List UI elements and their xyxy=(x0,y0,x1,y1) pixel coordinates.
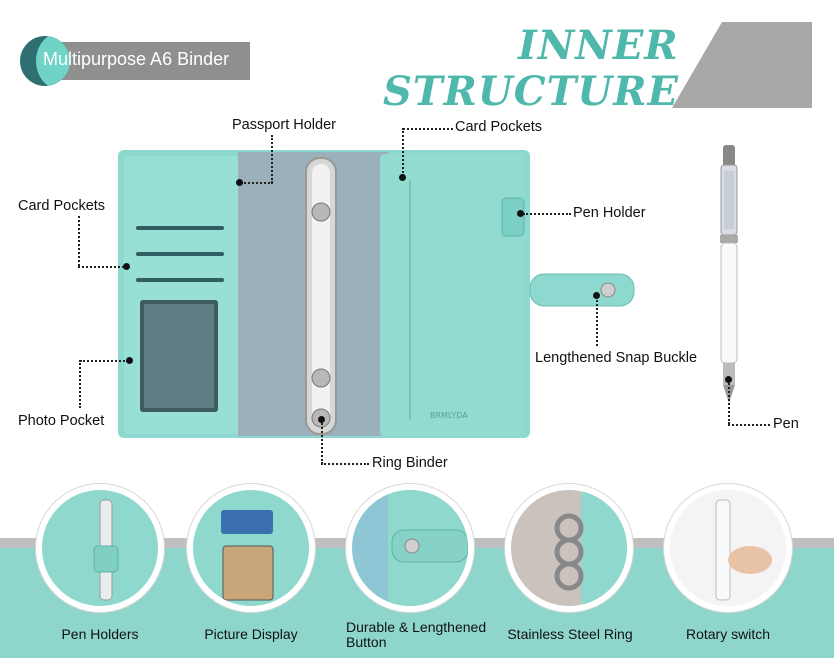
label-card-pockets-left: Card Pockets xyxy=(18,198,106,214)
pin-snap xyxy=(593,292,600,299)
leader-passport-v xyxy=(271,135,273,183)
feature-caption-rotary-switch: Rotary switch xyxy=(685,626,771,642)
feature-caption-durable-button: Durable & Lengthened Button xyxy=(346,619,487,650)
label-card-pockets-right: Card Pockets xyxy=(455,119,543,135)
leader-cardl-v xyxy=(78,216,80,266)
feature-caption-picture-display: Picture Display xyxy=(204,626,298,642)
pin-photo xyxy=(126,357,133,364)
leader-passport-h xyxy=(241,182,273,184)
feature-image-pen-holders xyxy=(36,484,164,612)
leader-ring-v xyxy=(321,420,323,464)
leader-photo-h xyxy=(80,360,128,362)
binder-illustration: BRMLYDA xyxy=(118,150,635,438)
leader-cardr-h xyxy=(403,128,453,130)
title-line-1: INNER xyxy=(518,22,679,69)
leader-penholder xyxy=(523,213,571,215)
pen-illustration xyxy=(720,145,738,403)
pin-pen xyxy=(725,376,732,383)
brand-text: BRMLYDA xyxy=(430,411,468,420)
feature-image-picture-display xyxy=(187,484,315,612)
label-photo-pocket: Photo Pocket xyxy=(18,413,105,429)
leader-cardr-v xyxy=(402,128,404,176)
feature-caption-pen-holders: Pen Holders xyxy=(61,626,139,642)
label-passport-holder: Passport Holder xyxy=(232,117,336,133)
feature-image-steel-ring xyxy=(505,484,633,612)
label-snap-buckle: Lengthened Snap Buckle xyxy=(535,350,698,366)
leader-pen-h xyxy=(728,424,770,426)
pin-passport xyxy=(236,179,243,186)
feature-image-rotary-switch xyxy=(664,484,792,612)
leader-snap-v xyxy=(596,296,598,346)
label-pen-holder: Pen Holder xyxy=(573,205,646,221)
label-ring-binder: Ring Binder xyxy=(372,455,448,471)
leader-pen-v xyxy=(728,380,730,424)
pin-ring xyxy=(318,416,325,423)
product-badge: Multipurpose A6 Binder xyxy=(10,36,250,86)
badge-circle xyxy=(20,36,70,86)
pin-card-right xyxy=(399,174,406,181)
feature-caption-steel-ring: Stainless Steel Ring xyxy=(507,626,633,642)
leader-photo-v xyxy=(79,360,81,408)
pin-pen-holder xyxy=(517,210,524,217)
feature-image-durable-button xyxy=(346,484,474,612)
title-gray-shape xyxy=(672,22,812,108)
badge-text: Multipurpose A6 Binder xyxy=(43,49,230,69)
leader-cardl-h xyxy=(78,266,124,268)
leader-ring-h xyxy=(321,463,369,465)
title-line-2: STRUCTURE xyxy=(383,68,679,115)
label-pen: Pen xyxy=(773,416,799,432)
pin-card-left xyxy=(123,263,130,270)
